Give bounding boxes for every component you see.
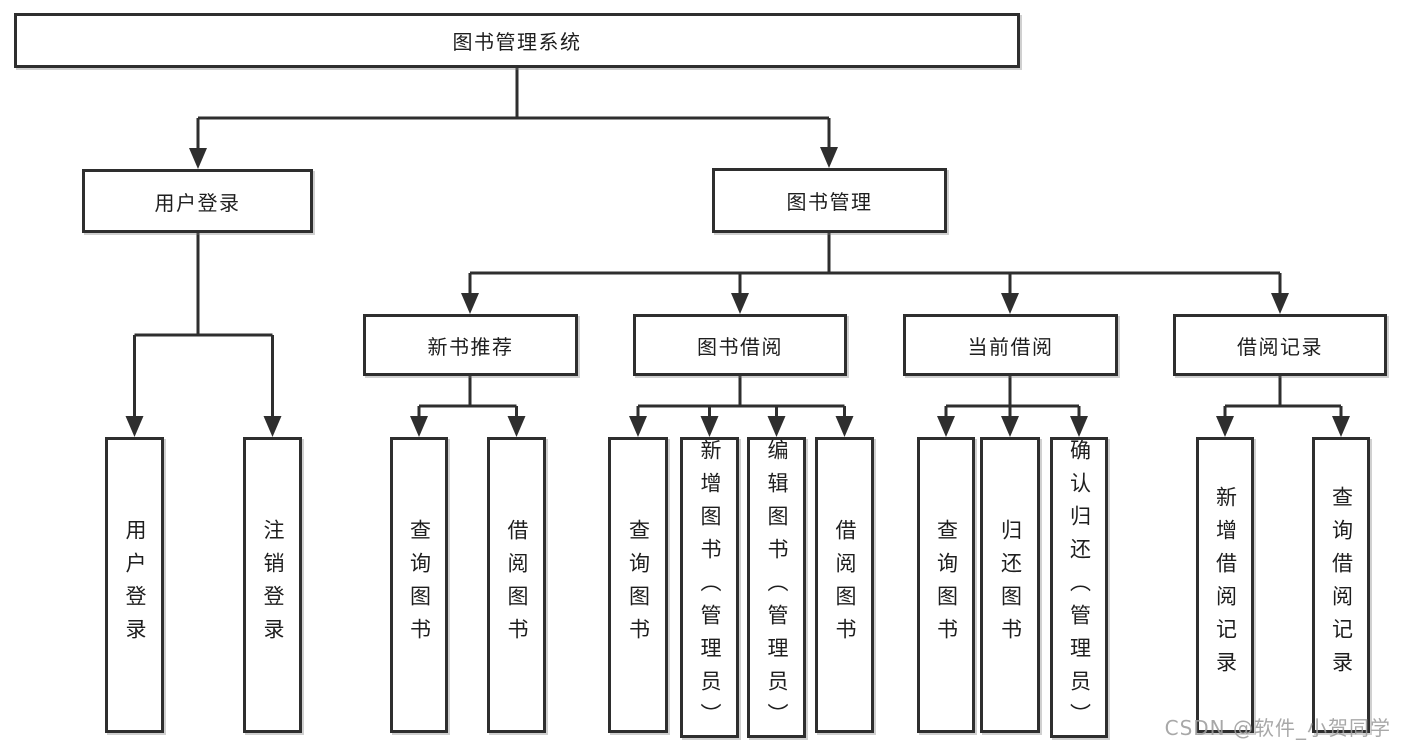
leaf-query-books-current: 查询图书 [917,437,975,733]
node-user-login: 用户登录 [82,169,313,233]
leaf-borrow-books-borrowing: 借阅图书 [815,437,874,733]
node-label: 查询图书 [934,519,959,651]
node-label: 借阅图书 [505,519,529,651]
node-label: 用户登录 [123,519,147,651]
node-book-borrowing: 图书借阅 [633,314,847,376]
leaf-logout: 注销登录 [243,437,302,733]
node-current-borrowing: 当前借阅 [903,314,1118,376]
node-label: 图书借阅 [697,334,783,359]
node-label: 查询借阅记录 [1329,486,1354,684]
node-label: 注销登录 [261,519,285,651]
node-label: 当前借阅 [967,334,1054,359]
node-label: 查询图书 [626,519,651,651]
node-label: 新增图书（管理员） [698,439,722,736]
node-label: 图书管理 [786,190,873,214]
node-borrowing-records: 借阅记录 [1173,314,1387,376]
leaf-confirm-return-admin: 确认归还（管理员） [1050,437,1108,738]
leaf-query-books-borrowing: 查询图书 [608,437,668,733]
leaf-query-books-recommend: 查询图书 [390,437,448,733]
node-label: 借阅记录 [1237,334,1323,359]
leaf-return-books: 归还图书 [980,437,1040,733]
node-label: 图书管理系统 [452,30,582,54]
node-root-library-management-system: 图书管理系统 [14,13,1020,68]
node-label: 新增借阅记录 [1213,486,1238,684]
leaf-add-borrowing-record: 新增借阅记录 [1196,437,1254,733]
node-label: 用户登录 [154,190,241,215]
node-label: 编辑图书（管理员） [765,439,789,736]
leaf-add-books-admin: 新增图书（管理员） [680,437,739,738]
arrowheads [125,147,1350,437]
leaf-user-login: 用户登录 [105,437,164,733]
node-label: 借阅图书 [833,519,857,651]
node-book-management: 图书管理 [712,168,947,233]
leaf-edit-books-admin: 编辑图书（管理员） [747,437,806,738]
node-label: 归还图书 [998,519,1023,651]
csdn-watermark: CSDN @软件_小贺同学 [1164,716,1391,740]
node-label: 查询图书 [407,519,432,651]
leaf-query-borrowing-record: 查询借阅记录 [1312,437,1370,733]
node-new-book-recommendation: 新书推荐 [363,314,578,376]
node-label: 新书推荐 [427,334,514,359]
node-label: 确认归还（管理员） [1067,439,1092,736]
leaf-borrow-books-recommend: 借阅图书 [487,437,546,733]
